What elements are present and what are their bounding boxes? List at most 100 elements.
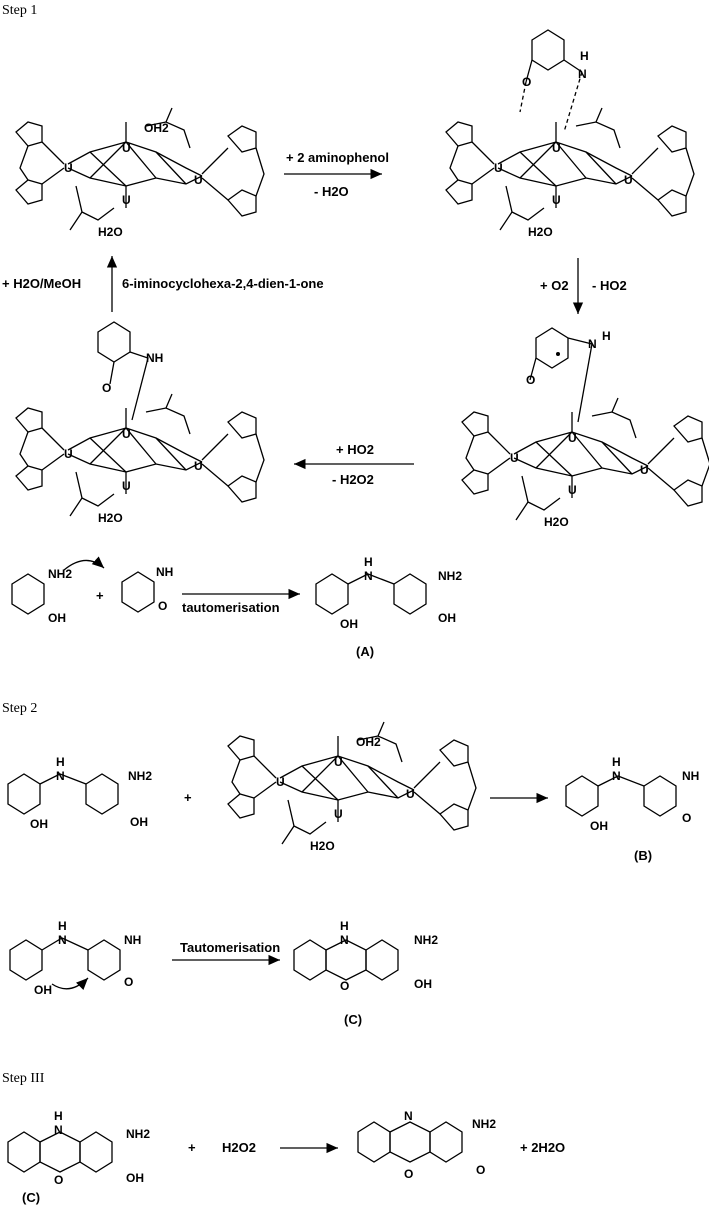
- svg-text:U: U: [568, 483, 577, 497]
- svg-text:H2O: H2O: [544, 515, 569, 529]
- compound-c-structure-step2: H N O NH2 OH: [293, 919, 438, 993]
- svg-text:U: U: [640, 463, 649, 477]
- compound-b-label: (B): [634, 848, 652, 863]
- svg-text:N: N: [58, 933, 67, 947]
- uranyl-cluster-start: U U U U OH2 H2O: [15, 107, 265, 239]
- svg-text:N: N: [578, 67, 587, 81]
- compound-c-label-step2: (C): [344, 1012, 362, 1027]
- reagent-minus-ho2: - HO2: [592, 278, 627, 293]
- svg-text:OH: OH: [590, 819, 608, 833]
- svg-text:O: O: [340, 979, 349, 993]
- svg-text:NH2: NH2: [414, 933, 438, 947]
- svg-text:NH: NH: [124, 933, 141, 947]
- svg-text:N: N: [340, 933, 349, 947]
- svg-text:OH: OH: [48, 611, 66, 625]
- svg-text:NH: NH: [682, 769, 699, 783]
- svg-text:U: U: [568, 431, 577, 445]
- svg-text:H2O: H2O: [98, 511, 123, 525]
- svg-text:U: U: [64, 161, 73, 175]
- svg-text:U: U: [194, 459, 203, 473]
- svg-text:O: O: [102, 381, 111, 395]
- svg-text:N: N: [56, 769, 65, 783]
- svg-text:U: U: [552, 141, 561, 155]
- svg-text:O: O: [54, 1173, 63, 1187]
- svg-text:U: U: [406, 787, 415, 801]
- svg-text:U: U: [334, 807, 343, 821]
- svg-text:H: H: [602, 329, 611, 343]
- svg-text:U: U: [552, 193, 561, 207]
- reagent-minus-h2o2: - H2O2: [332, 472, 374, 487]
- svg-text:OH2: OH2: [144, 121, 169, 135]
- svg-text:N: N: [404, 1109, 413, 1123]
- svg-text:U: U: [276, 775, 285, 789]
- svg-text:OH: OH: [130, 815, 148, 829]
- svg-text:NH2: NH2: [438, 569, 462, 583]
- label-tautomerisation-a: tautomerisation: [182, 600, 280, 615]
- iminoquinone-complex: O NH U U U U H2O: [15, 321, 265, 525]
- svg-text:U: U: [510, 451, 519, 465]
- released-iminone: 6-iminocyclohexa-2,4-dien-1-one: [122, 276, 324, 291]
- svg-text:O: O: [404, 1167, 413, 1181]
- svg-text:N: N: [364, 569, 373, 583]
- svg-text:U: U: [624, 173, 633, 187]
- svg-text:O: O: [158, 599, 167, 613]
- svg-text:NH2: NH2: [472, 1117, 496, 1131]
- svg-text:H: H: [54, 1109, 63, 1123]
- svg-text:U: U: [122, 427, 131, 441]
- svg-text:N: N: [612, 769, 621, 783]
- svg-text:OH: OH: [438, 611, 456, 625]
- svg-text:U: U: [334, 755, 343, 769]
- svg-text:U: U: [122, 141, 131, 155]
- compound-c-label-step3: (C): [22, 1190, 40, 1205]
- reagent-o2: + O2: [540, 278, 569, 293]
- svg-text:U: U: [64, 447, 73, 461]
- svg-text:N: N: [54, 1123, 63, 1137]
- radical-complex: O N H U U U U H2O: [461, 327, 709, 529]
- plus-sign-3: +: [188, 1140, 196, 1155]
- reagent-ho2: + HO2: [336, 442, 374, 457]
- compound-b-structure: H N NH OH O: [565, 755, 699, 833]
- svg-text:H2O: H2O: [98, 225, 123, 239]
- svg-text:NH2: NH2: [128, 769, 152, 783]
- aminophenol-molecule: NH2 OH: [11, 567, 72, 625]
- svg-text:OH: OH: [34, 983, 52, 997]
- aminophenol-complex: O N H U U U U H2O: [445, 29, 695, 239]
- aminophenoxazinone-structure: N O NH2 O: [357, 1109, 496, 1181]
- step1-label: Step 1: [2, 3, 37, 18]
- svg-text:H: H: [340, 919, 349, 933]
- step2-reactant-a: H N NH2 OH OH: [7, 755, 152, 831]
- svg-text:H: H: [56, 755, 65, 769]
- step3-label: Step III: [2, 1071, 45, 1086]
- reagent-aminophenol: + 2 aminophenol: [286, 150, 389, 165]
- svg-text:NH: NH: [156, 565, 173, 579]
- svg-text:OH: OH: [30, 817, 48, 831]
- svg-text:O: O: [526, 373, 535, 387]
- svg-text:H: H: [612, 755, 621, 769]
- step2-label: Step 2: [2, 701, 37, 716]
- svg-text:U: U: [122, 479, 131, 493]
- svg-text:O: O: [522, 75, 531, 89]
- reagent-minus-water: - H2O: [314, 184, 349, 199]
- svg-text:U: U: [194, 173, 203, 187]
- svg-text:NH: NH: [146, 351, 163, 365]
- plus-sign-1: +: [96, 588, 104, 603]
- svg-text:OH: OH: [340, 617, 358, 631]
- label-tautomerisation-c: Tautomerisation: [180, 940, 280, 955]
- product-water: + 2H2O: [520, 1140, 565, 1155]
- reagent-h2o2: H2O2: [222, 1140, 256, 1155]
- svg-text:O: O: [476, 1163, 485, 1177]
- svg-text:OH2: OH2: [356, 735, 381, 749]
- svg-text:NH2: NH2: [126, 1127, 150, 1141]
- svg-text:H: H: [580, 49, 589, 63]
- svg-text:NH2: NH2: [48, 567, 72, 581]
- svg-text:OH: OH: [126, 1171, 144, 1185]
- svg-text:H: H: [58, 919, 67, 933]
- svg-text:U: U: [122, 193, 131, 207]
- svg-text:H2O: H2O: [310, 839, 335, 853]
- compound-a-label: (A): [356, 644, 374, 659]
- curved-arrow: [63, 556, 105, 571]
- uranyl-cluster-step2: U U U U OH2 H2O: [227, 721, 477, 853]
- svg-text:U: U: [494, 161, 503, 175]
- svg-text:O: O: [124, 975, 133, 989]
